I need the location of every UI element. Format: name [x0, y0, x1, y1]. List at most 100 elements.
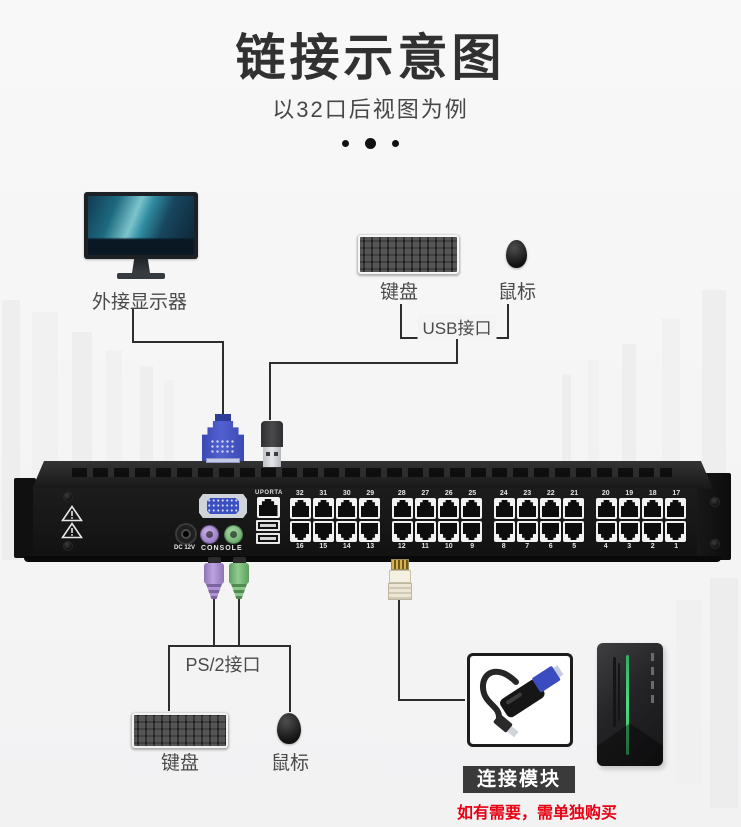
rj45-port [336, 521, 357, 542]
rj45-port [313, 521, 334, 542]
tower-led-strip [626, 655, 629, 755]
vent-slots [72, 468, 672, 477]
tower-port [651, 681, 654, 689]
vga-connector-graphic [202, 414, 244, 464]
port-number: 19 [625, 490, 634, 497]
dot-icon [342, 140, 349, 148]
usb-connector-graphic [261, 421, 283, 467]
tower-front-chevron [597, 723, 663, 766]
port-number: 23 [523, 490, 532, 497]
rj45-port [596, 521, 617, 542]
port-number: 6 [548, 543, 553, 550]
warning-triangle-icon [61, 522, 83, 539]
console-label: CONSOLE [201, 545, 243, 552]
module-title-badge: 连接模块 [463, 766, 575, 793]
ps2-connector-graphic-purple [204, 557, 224, 599]
rj45-port [563, 498, 584, 519]
mouse-bottom-label: 鼠标 [270, 753, 310, 774]
keyboard-top-label: 键盘 [379, 282, 419, 303]
connection-module-box [467, 653, 573, 747]
port-number: 12 [397, 543, 406, 550]
rj45-port [563, 521, 584, 542]
rj45-port [392, 521, 413, 542]
rj45-plug-boot [388, 583, 412, 600]
rj45-port [461, 521, 482, 542]
page-subtitle: 以32口后视图为例 [272, 97, 469, 122]
port-number: 25 [468, 490, 477, 497]
monitor-screen [88, 196, 194, 255]
rj45-port [494, 498, 515, 519]
rj45-port [313, 498, 334, 519]
rj45-port [540, 521, 561, 542]
rack-ear-left [14, 478, 36, 558]
port-number: 3 [627, 543, 632, 550]
usb-drop-wire [269, 338, 458, 420]
mouse-top-label: 鼠标 [497, 282, 537, 303]
rj45-port [494, 521, 515, 542]
console-ps2-keyboard-port [201, 526, 218, 543]
port-number: 20 [601, 490, 610, 497]
rj45-plug-body [389, 570, 411, 583]
rj45-ports [390, 498, 484, 542]
rj45-port [596, 498, 617, 519]
rj45-port [665, 498, 686, 519]
port-number: 18 [648, 490, 657, 497]
tower-port [651, 667, 654, 675]
vga-edge [206, 458, 240, 463]
port-number: 2 [650, 543, 655, 550]
uport-rj45 [256, 497, 280, 518]
device-bottom-edge [24, 556, 721, 562]
server-rack-pillar [588, 360, 599, 560]
ps2-connector-graphic-green [229, 557, 249, 599]
port-number: 24 [499, 490, 508, 497]
device-top-face [32, 461, 713, 489]
port-number: 15 [319, 543, 328, 550]
rj45-port [290, 521, 311, 542]
port-number: 26 [444, 490, 453, 497]
port-number: 22 [546, 490, 555, 497]
vga-pins [210, 439, 236, 453]
rj45-ports [594, 498, 688, 542]
dc-power-jack [177, 525, 195, 543]
port-number: 5 [572, 543, 577, 550]
port-number: 9 [470, 543, 475, 550]
rj45-port [642, 498, 663, 519]
port-number: 8 [501, 543, 506, 550]
port-number: 13 [366, 543, 375, 550]
page-title: 链接示意图 [235, 30, 506, 86]
pc-tower-graphic [597, 643, 663, 766]
port-number: 14 [342, 543, 351, 550]
dot-icon [365, 138, 376, 150]
port-number: 32 [295, 490, 304, 497]
decorative-dots [0, 135, 741, 153]
monitor-base [117, 273, 165, 279]
module-wire [398, 599, 465, 701]
rj45-port [415, 521, 436, 542]
dot-icon [392, 140, 399, 148]
mouse-graphic [277, 713, 301, 744]
rj45-port [438, 521, 459, 542]
rj45-port [517, 498, 538, 519]
tower-port [651, 653, 654, 661]
uport-label: UPORTA [255, 490, 283, 496]
screw-icon [710, 497, 720, 507]
port-number: 28 [397, 490, 406, 497]
warning-triangle-icon [61, 505, 83, 522]
server-rack-pillar [676, 600, 702, 785]
rj45-ports [288, 498, 382, 542]
dc-label: DC 12V [174, 545, 196, 551]
console-ps2-mouse-port [225, 526, 242, 543]
